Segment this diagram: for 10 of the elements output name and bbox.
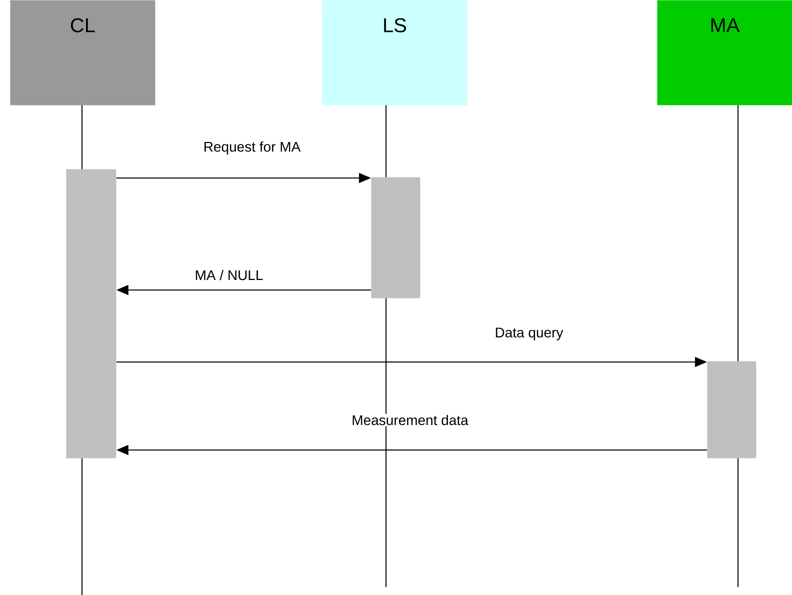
edge-label: MA / NULL <box>196 270 263 280</box>
participant-box: MA <box>657 0 792 106</box>
edge-label: Data query <box>496 328 564 340</box>
activation-bar <box>371 177 420 298</box>
activation-bar <box>66 169 116 458</box>
edge-label: Measurement data <box>352 414 468 426</box>
participant-box: LS <box>322 0 468 106</box>
activation-bar <box>707 361 756 458</box>
participant-box: CL <box>10 0 156 106</box>
edge-label: Request for MA <box>204 141 301 154</box>
